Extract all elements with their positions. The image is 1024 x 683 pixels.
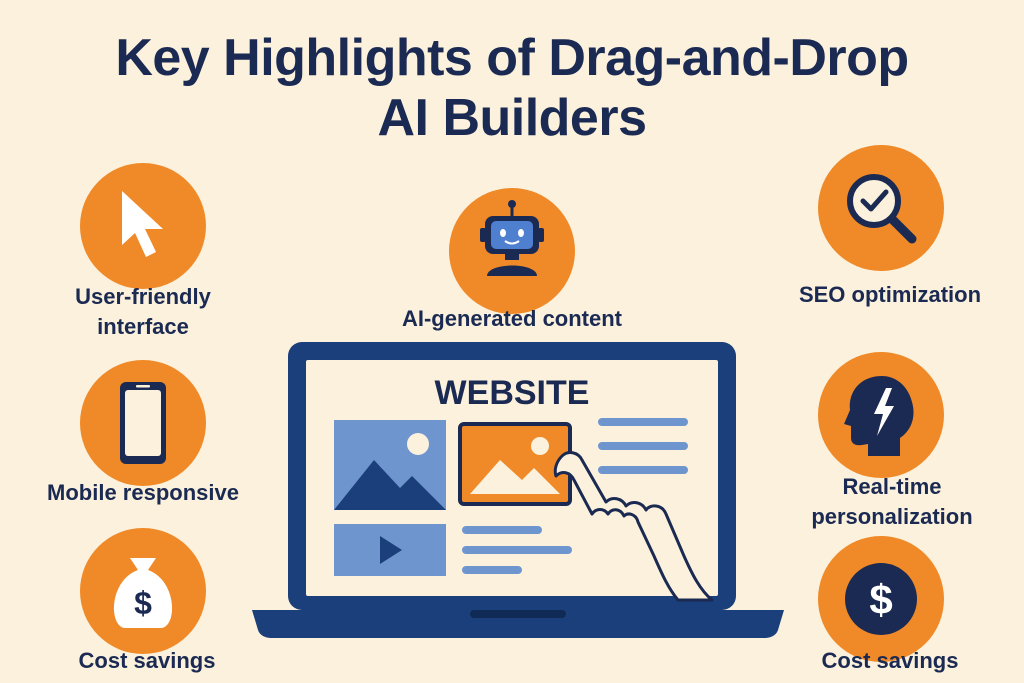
- pointing-hand-icon: [553, 451, 714, 602]
- title-line-1: Key Highlights of Drag-and-Drop: [115, 29, 909, 87]
- money-bag-icon: $: [113, 558, 173, 628]
- page-title: Key Highlights of Drag-and-Drop AI Build…: [0, 28, 1024, 148]
- seo-circle: [818, 145, 944, 271]
- head-lightning-icon: [844, 376, 914, 456]
- laptop-notch: [470, 610, 566, 618]
- cost-right-label: Cost savings: [821, 648, 959, 673]
- ai-content-label: AI-generated content: [401, 306, 623, 331]
- image-placeholder-left: [334, 420, 446, 510]
- dollar-coin-icon: $: [845, 563, 917, 635]
- cursor-icon: [122, 191, 163, 257]
- magnifier-check-icon: [847, 174, 917, 244]
- laptop-illustration: WEBSITE: [252, 342, 784, 638]
- personalization-circle: [818, 352, 944, 478]
- personalization-label: Real-time personalization: [811, 474, 973, 529]
- user-friendly-circle: [80, 163, 206, 289]
- svg-text:$: $: [134, 585, 152, 621]
- cost-right-circle: $: [818, 536, 944, 662]
- video-placeholder: [334, 524, 446, 576]
- user-friendly-label: User-friendly interface: [75, 284, 211, 339]
- image-placeholder-selected: [458, 422, 572, 506]
- text-lines-bottom: [462, 526, 572, 574]
- svg-text:$: $: [869, 576, 892, 623]
- laptop-base: [252, 610, 784, 638]
- ai-content-circle: [449, 188, 575, 314]
- website-title: WEBSITE: [435, 374, 590, 412]
- cost-left-label: Cost savings: [78, 648, 216, 673]
- seo-label: SEO optimization: [798, 282, 982, 307]
- smartphone-icon: [120, 382, 166, 464]
- cost-left-circle: $: [80, 528, 206, 654]
- text-lines-right: [598, 418, 688, 474]
- mobile-circle: [80, 360, 206, 486]
- mobile-label: Mobile responsive: [47, 480, 239, 505]
- robot-icon: [480, 200, 544, 276]
- title-line-2: AI Builders: [377, 89, 648, 147]
